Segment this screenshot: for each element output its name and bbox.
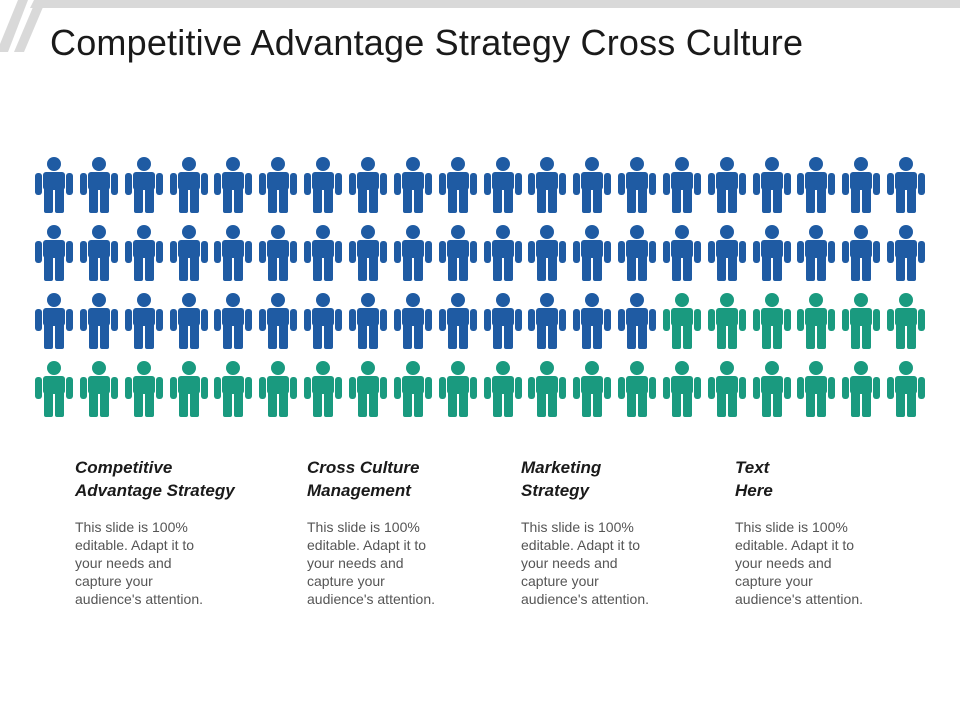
- person-icon: [618, 361, 657, 417]
- column-body: This slide is 100% editable. Adapt it to…: [735, 519, 863, 607]
- text-column-2: Cross Culture Management This slide is 1…: [307, 456, 497, 608]
- person-icon: [214, 225, 253, 281]
- person-icon: [124, 293, 163, 349]
- person-icon: [483, 225, 522, 281]
- column-heading: Marketing Strategy: [521, 458, 602, 500]
- person-icon: [752, 361, 791, 417]
- person-icon: [35, 361, 73, 417]
- person-icon: [662, 293, 701, 349]
- person-icon: [304, 293, 343, 349]
- person-icon: [348, 225, 387, 281]
- person-icon: [842, 157, 881, 213]
- person-icon: [573, 361, 612, 417]
- text-column-4: Text Here This slide is 100% editable. A…: [735, 456, 925, 608]
- slide-title: Competitive Advantage Strategy Cross Cul…: [50, 22, 804, 63]
- people-grid: [35, 157, 926, 417]
- person-icon: [259, 225, 298, 281]
- person-icon: [79, 157, 118, 213]
- person-icon: [348, 157, 387, 213]
- column-body: This slide is 100% editable. Adapt it to…: [75, 519, 203, 607]
- person-icon: [438, 225, 477, 281]
- person-icon: [528, 293, 567, 349]
- person-icon: [528, 361, 567, 417]
- column-heading: Cross Culture Management: [307, 458, 420, 500]
- person-icon: [797, 157, 836, 213]
- person-icon: [214, 361, 253, 417]
- person-icon: [483, 293, 522, 349]
- person-icon: [842, 293, 881, 349]
- person-icon: [662, 225, 701, 281]
- person-icon: [662, 157, 701, 213]
- person-icon: [438, 293, 477, 349]
- person-icon: [35, 157, 73, 213]
- person-icon: [618, 293, 657, 349]
- person-icon: [124, 225, 163, 281]
- person-icon: [752, 293, 791, 349]
- person-icon: [259, 293, 298, 349]
- person-icon: [573, 157, 612, 213]
- person-icon: [124, 157, 163, 213]
- person-icon: [707, 225, 746, 281]
- person-icon: [842, 225, 881, 281]
- person-icon: [483, 361, 522, 417]
- person-icon: [483, 157, 522, 213]
- person-icon: [35, 293, 73, 349]
- person-icon: [797, 361, 836, 417]
- person-icon: [304, 157, 343, 213]
- person-icon: [79, 225, 118, 281]
- person-icon: [35, 225, 73, 281]
- person-icon: [393, 361, 432, 417]
- person-icon: [528, 157, 567, 213]
- person-icon: [304, 361, 343, 417]
- person-icon: [528, 225, 567, 281]
- person-icon: [707, 361, 746, 417]
- column-body: This slide is 100% editable. Adapt it to…: [521, 519, 649, 607]
- person-icon: [887, 225, 926, 281]
- person-icon: [169, 361, 208, 417]
- person-icon: [259, 361, 298, 417]
- person-icon: [169, 157, 208, 213]
- person-icon: [707, 157, 746, 213]
- person-icon: [214, 157, 253, 213]
- person-icon: [169, 293, 208, 349]
- person-icon: [887, 361, 926, 417]
- person-icon: [393, 293, 432, 349]
- person-icon: [79, 361, 118, 417]
- person-icon: [393, 157, 432, 213]
- person-icon: [438, 361, 477, 417]
- person-icon: [662, 361, 701, 417]
- column-body: This slide is 100% editable. Adapt it to…: [307, 519, 435, 607]
- person-icon: [169, 225, 208, 281]
- text-column-1: Competitive Advantage Strategy This slid…: [75, 456, 265, 608]
- person-icon: [618, 225, 657, 281]
- person-icon: [887, 157, 926, 213]
- person-icon: [707, 293, 746, 349]
- column-heading: Competitive Advantage Strategy: [75, 458, 235, 500]
- person-icon: [797, 293, 836, 349]
- person-icon: [348, 361, 387, 417]
- text-column-3: Marketing Strategy This slide is 100% ed…: [521, 456, 711, 608]
- person-icon: [573, 225, 612, 281]
- person-icon: [393, 225, 432, 281]
- person-icon: [752, 157, 791, 213]
- column-heading: Text Here: [735, 458, 773, 500]
- corner-stripes-decoration: [0, 0, 960, 52]
- person-icon: [79, 293, 118, 349]
- person-icon: [304, 225, 343, 281]
- person-icon: [214, 293, 253, 349]
- person-icon: [438, 157, 477, 213]
- person-icon: [752, 225, 791, 281]
- person-icon: [573, 293, 612, 349]
- person-icon: [887, 293, 926, 349]
- person-icon: [842, 361, 881, 417]
- person-icon: [797, 225, 836, 281]
- person-icon: [348, 293, 387, 349]
- person-icon: [259, 157, 298, 213]
- person-icon: [124, 361, 163, 417]
- person-icon: [618, 157, 657, 213]
